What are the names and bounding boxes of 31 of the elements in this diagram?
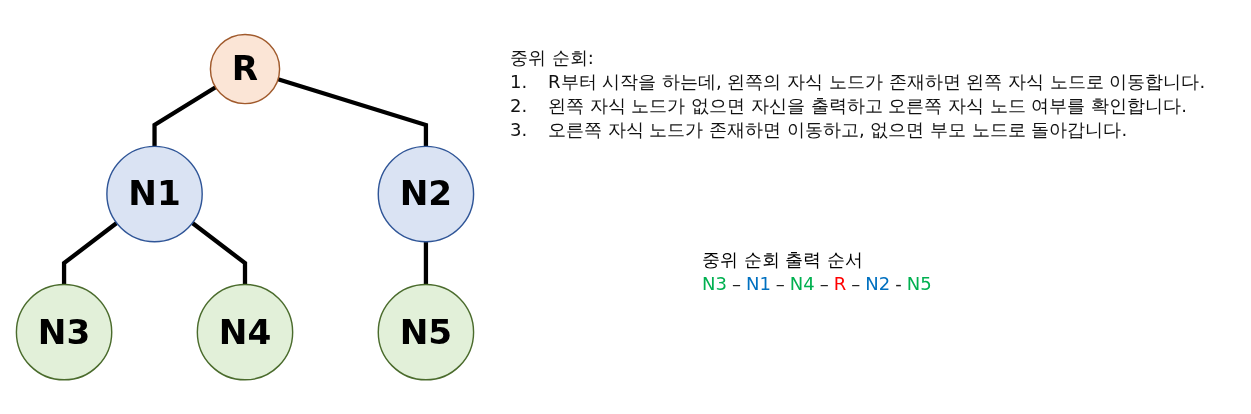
- separator: –: [731, 273, 741, 294]
- sequence-item: N4: [789, 273, 815, 294]
- sequence-heading: 중위 순회 출력 순서: [702, 248, 865, 272]
- separator: -: [895, 273, 902, 294]
- sequence-item: R: [833, 273, 847, 294]
- node-circle: [209, 33, 281, 105]
- step-text: 왼쪽 자식 노드가 없으면 자신을 출력하고 오른쪽 자식 노드 여부를 확인합니다.: [548, 94, 1187, 118]
- sequence-item: N1: [745, 273, 771, 294]
- connector: [191, 221, 248, 285]
- connector: [277, 77, 429, 147]
- node-circle: [196, 283, 294, 381]
- list-number: 2.: [510, 94, 529, 118]
- list-number: 3.: [510, 118, 529, 142]
- list-number: 1.: [510, 70, 529, 94]
- connector: [152, 85, 217, 147]
- heading: 중위 순회:: [510, 46, 595, 70]
- separator: –: [851, 273, 861, 294]
- node-circle: [15, 283, 113, 381]
- sequence-item: N5: [906, 273, 932, 294]
- node-circle: [377, 145, 475, 243]
- step-text: 오른쪽 자식 노드가 존재하면 이동하고, 없으면 부모 노드로 돌아갑니다.: [548, 118, 1128, 142]
- node-circle: [377, 283, 475, 381]
- connector: [423, 241, 429, 285]
- node-circle: [106, 145, 203, 243]
- step-text: R부터 시작을 하는데, 왼쪽의 자식 노드가 존재하면 왼쪽 자식 노드로 이동합니다.: [548, 70, 1206, 94]
- connector: [61, 221, 118, 285]
- separator: –: [819, 273, 829, 294]
- separator: –: [775, 273, 785, 294]
- sequence-item: N3: [702, 273, 727, 294]
- tree-diagram: R N1 N2 N3 N4 N5: [5, 22, 485, 392]
- sequence-item: N2: [865, 273, 891, 294]
